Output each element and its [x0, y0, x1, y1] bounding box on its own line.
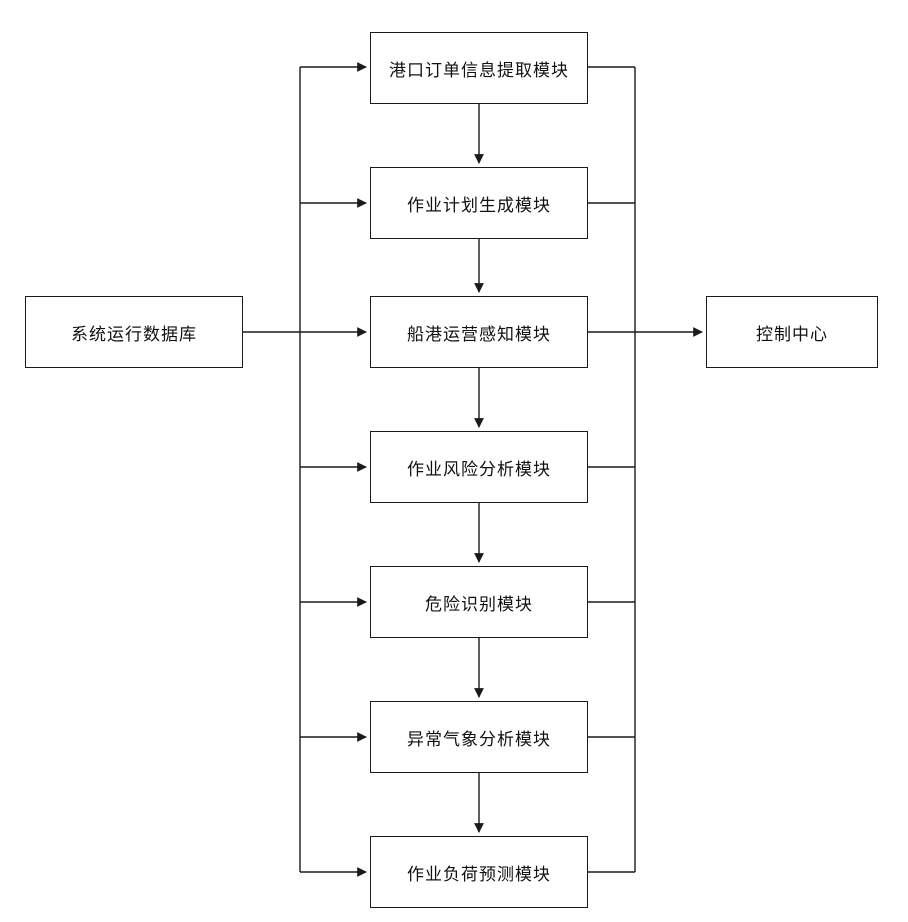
node-label: 系统运行数据库	[71, 324, 197, 345]
node-operation-load-prediction-module[interactable]: 作业负荷预测模块	[370, 836, 588, 908]
node-label: 控制中心	[756, 324, 828, 345]
node-hazard-identification-module[interactable]: 危险识别模块	[370, 566, 588, 638]
node-label: 危险识别模块	[425, 594, 533, 615]
node-control-center[interactable]: 控制中心	[706, 296, 878, 368]
node-label: 港口订单信息提取模块	[389, 60, 569, 81]
node-system-operation-database[interactable]: 系统运行数据库	[25, 296, 243, 368]
node-label: 异常气象分析模块	[407, 729, 551, 750]
node-abnormal-weather-analysis-module[interactable]: 异常气象分析模块	[370, 701, 588, 773]
node-operation-plan-generation-module[interactable]: 作业计划生成模块	[370, 167, 588, 239]
node-operation-risk-analysis-module[interactable]: 作业风险分析模块	[370, 431, 588, 503]
node-ship-port-operation-perception-module[interactable]: 船港运营感知模块	[370, 296, 588, 368]
node-label: 作业负荷预测模块	[407, 864, 551, 885]
node-label: 作业风险分析模块	[407, 459, 551, 480]
node-label: 作业计划生成模块	[407, 195, 551, 216]
node-port-order-info-extraction-module[interactable]: 港口订单信息提取模块	[370, 32, 588, 104]
node-label: 船港运营感知模块	[407, 324, 551, 345]
